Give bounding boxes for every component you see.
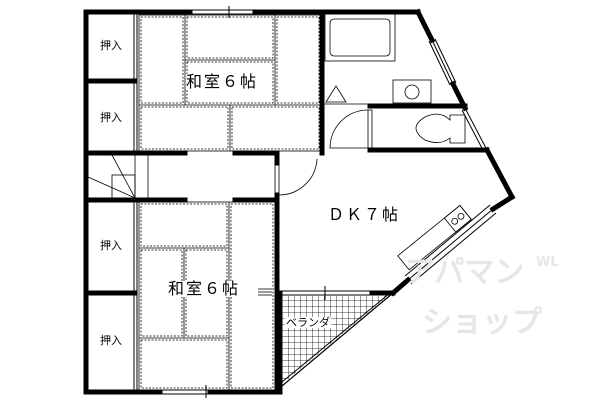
room-label-veranda: ベランダ [285,316,331,329]
closet-label: 押入 [100,39,122,52]
stairs [87,154,149,199]
room-label-washitsu-lower: 和室６帖 [168,279,241,298]
closet-doors [133,14,138,390]
watermark-mark: WL [536,255,559,270]
veranda-rail [281,292,394,387]
room-label-dk: ＤＫ７帖 [328,205,401,224]
tatami-upper [138,14,322,152]
watermark-line1: アパマン [405,255,525,290]
bathtub [329,18,391,57]
watermark-line2: ショップ [422,305,542,340]
closet-label: 押入 [100,111,122,124]
walls [83,8,516,395]
veranda-floor [282,296,388,384]
room-label-washitsu-upper: 和室６帖 [186,72,259,91]
closet-label: 押入 [100,239,122,252]
doors [274,103,373,196]
closet-label: 押入 [100,334,122,347]
fixtures [258,13,472,296]
washbasin [392,79,432,104]
toilet [415,113,466,144]
kitchen-counter [397,204,472,271]
